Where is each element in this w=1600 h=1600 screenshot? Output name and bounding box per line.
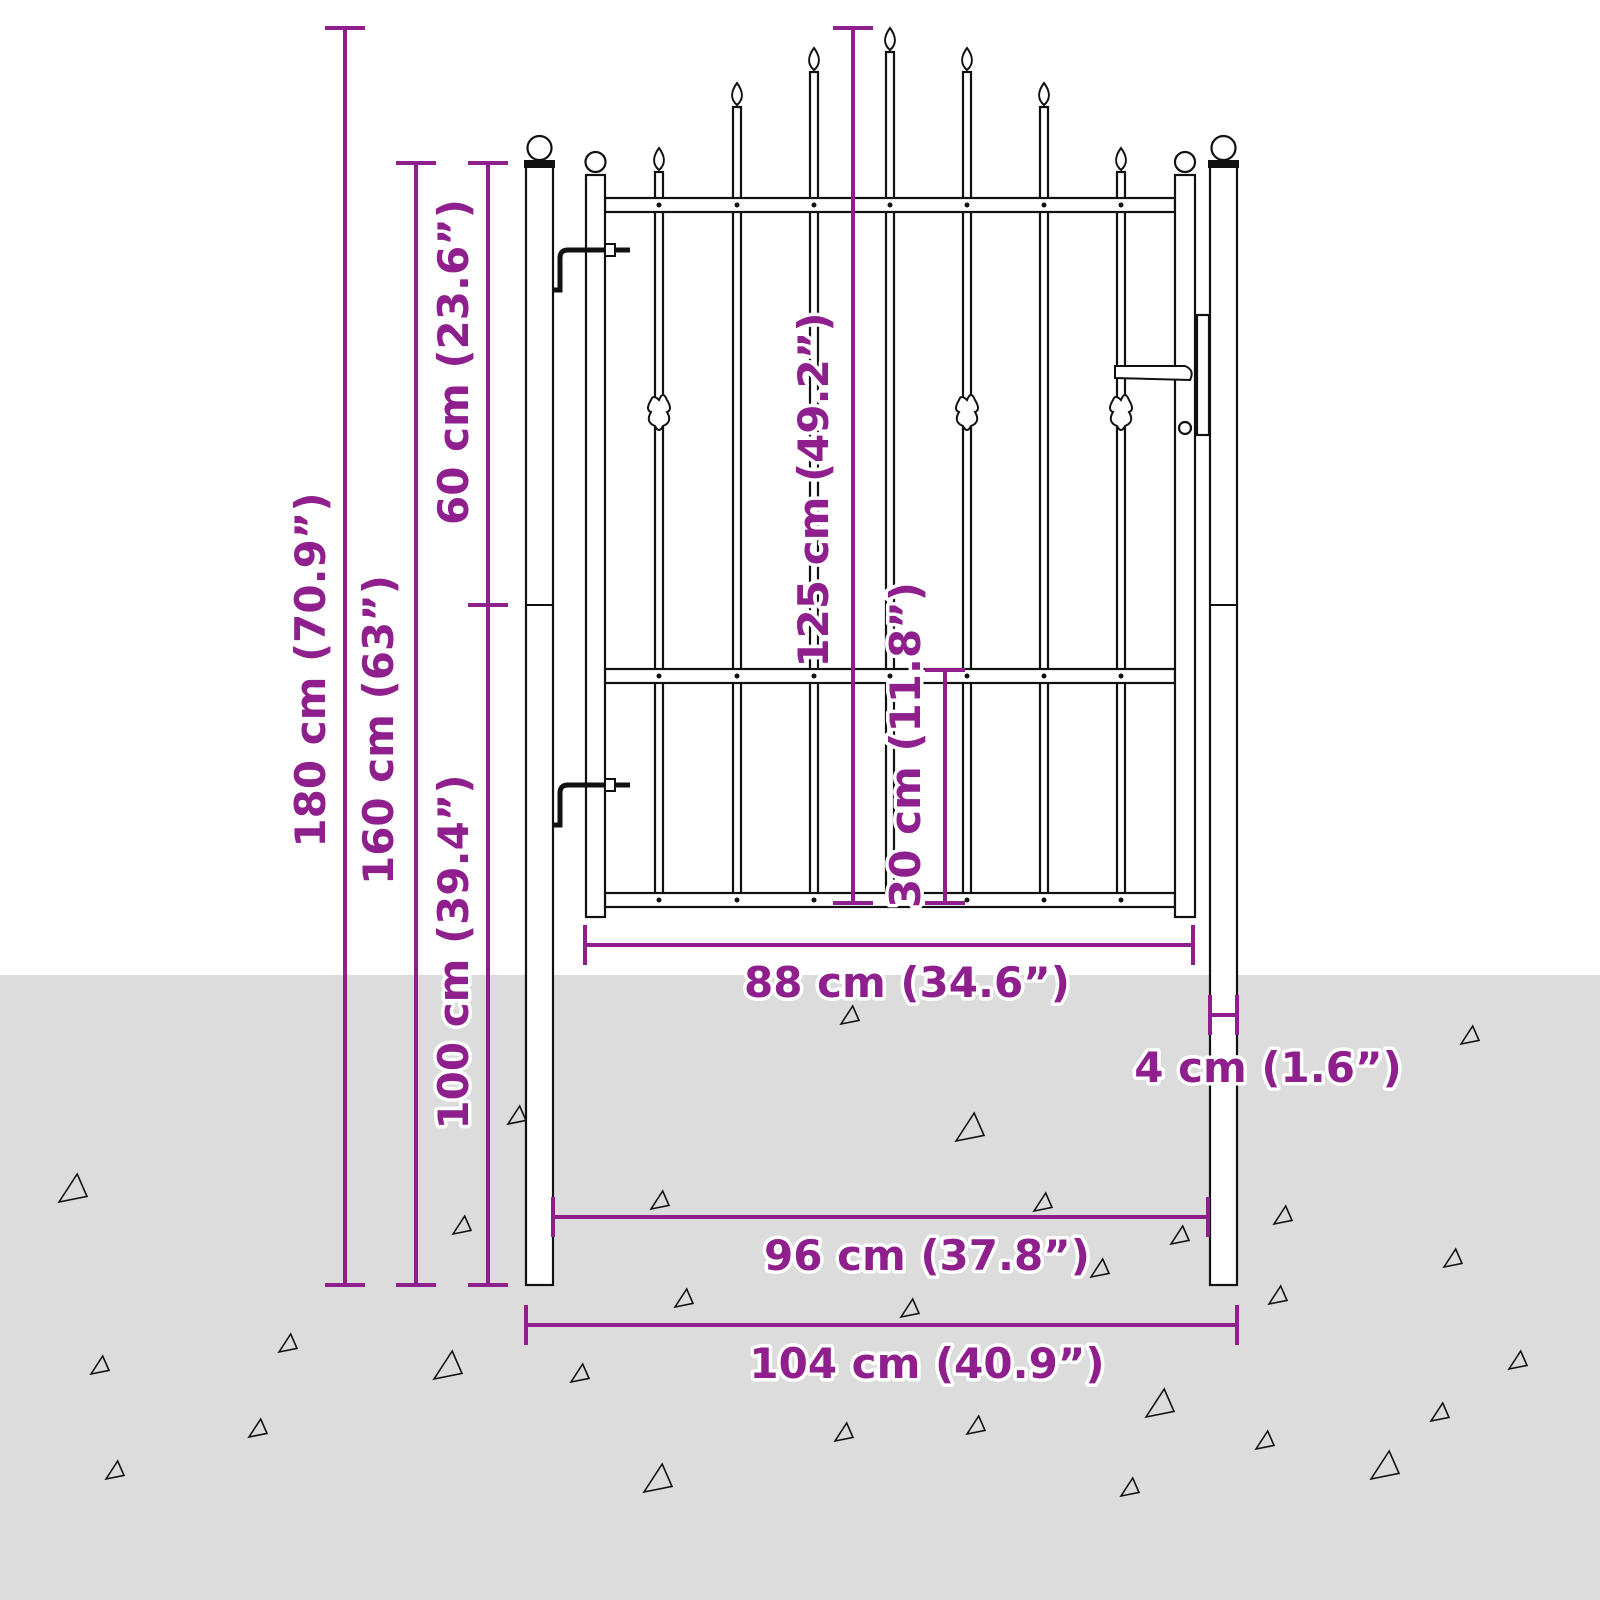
gate-left-stile — [584, 173, 607, 919]
rail-rivet — [734, 202, 740, 208]
label-post-width: 4 cm (1.6”) — [1134, 1043, 1402, 1092]
scroll-ornament — [955, 394, 979, 431]
debris-triangle — [569, 1362, 591, 1384]
debris-triangle — [954, 1111, 986, 1143]
rail-rivet — [734, 897, 740, 903]
spear-finial — [653, 146, 665, 172]
debris-triangle — [1089, 1257, 1111, 1279]
debris-triangle — [1507, 1349, 1529, 1371]
rail-rivet — [887, 673, 893, 679]
debris-triangle — [1429, 1401, 1451, 1423]
debris-triangle — [839, 1004, 861, 1026]
debris-triangle — [1442, 1247, 1464, 1269]
picket — [1038, 105, 1050, 907]
debris-triangle — [57, 1172, 89, 1204]
debris-triangle — [1267, 1284, 1289, 1306]
rail-rivet — [811, 202, 817, 208]
rail-rivet — [811, 897, 817, 903]
hinge-nut — [604, 778, 616, 792]
rail-rivet — [656, 897, 662, 903]
keyhole-icon — [1177, 420, 1193, 436]
rail-rivet — [656, 202, 662, 208]
label-lower-height: 100 cm (39.4”) — [429, 774, 478, 1129]
debris-triangle — [1032, 1191, 1054, 1213]
debris-triangle — [104, 1459, 126, 1481]
dimension-lines — [325, 26, 1239, 1345]
debris-triangle — [1254, 1429, 1276, 1451]
debris-triangle — [673, 1287, 695, 1309]
debris-triangle — [247, 1417, 269, 1439]
label-gate-height: 160 cm (63”) — [354, 575, 403, 885]
debris-triangle — [1119, 1476, 1141, 1498]
post-cap — [524, 160, 555, 168]
label-total-height: 180 cm (70.9”) — [286, 492, 335, 847]
scroll-ornament — [647, 394, 671, 431]
rail-rivet — [887, 202, 893, 208]
debris-triangle — [1144, 1387, 1176, 1419]
debris-triangle — [833, 1421, 855, 1443]
stile-ball-finial — [1173, 150, 1197, 174]
picket — [731, 105, 743, 907]
spear-finial — [808, 46, 820, 72]
hinge-icon — [553, 782, 630, 828]
rail-rivet — [1041, 673, 1047, 679]
debris-triangle — [1369, 1449, 1401, 1481]
rail-rivet — [734, 673, 740, 679]
label-gate-width: 88 cm (34.6”) — [744, 958, 1070, 1007]
picket — [1115, 170, 1127, 907]
debris-triangle — [89, 1354, 111, 1376]
post-ball-finial — [526, 134, 553, 162]
post-ball-finial — [1210, 134, 1237, 162]
hinge-icon — [553, 247, 630, 293]
debris-triangle — [642, 1462, 674, 1494]
post-cap — [1208, 160, 1239, 168]
debris-triangle — [451, 1214, 473, 1236]
rail-rivet — [964, 897, 970, 903]
gate-drawing — [524, 26, 1239, 1287]
ground-debris — [57, 1004, 1529, 1498]
debris-triangle — [1459, 1024, 1481, 1046]
debris-triangle — [1272, 1204, 1294, 1226]
spear-finial — [731, 81, 743, 107]
rail-rivet — [964, 202, 970, 208]
stile-ball-finial — [584, 150, 607, 174]
right-post — [1208, 161, 1239, 1287]
label-rail-spacing: 30 cm (11.8”) — [881, 582, 930, 908]
debris-triangle — [277, 1332, 299, 1354]
label-upper-height: 60 cm (23.6”) — [429, 199, 478, 525]
spear-finial — [1038, 81, 1050, 107]
hinge-nut — [604, 243, 616, 257]
spear-finial — [884, 26, 896, 52]
left-post — [524, 161, 555, 1287]
rail-rivet — [1118, 202, 1124, 208]
picket — [653, 170, 665, 907]
label-outer-width: 104 cm (40.9”) — [749, 1339, 1104, 1388]
ground — [0, 975, 1600, 1600]
debris-triangle — [1169, 1224, 1191, 1246]
door-handle-icon — [1114, 365, 1193, 382]
spear-finial — [961, 46, 973, 72]
label-center-picket-height: 125 cm (49.2”) — [789, 312, 838, 667]
rail-rivet — [1041, 202, 1047, 208]
debris-triangle — [432, 1349, 464, 1381]
spear-finial — [1115, 146, 1127, 172]
rail-rivet — [811, 673, 817, 679]
scroll-ornament — [1109, 394, 1133, 431]
debris-triangle — [965, 1414, 987, 1436]
lock-plate — [1195, 313, 1211, 437]
rail-rivet — [1118, 897, 1124, 903]
rail-rivet — [1041, 897, 1047, 903]
debris-triangle — [649, 1189, 671, 1211]
label-inner-width: 96 cm (37.8”) — [764, 1231, 1090, 1280]
rail-rivet — [964, 673, 970, 679]
rail-rivet — [887, 897, 893, 903]
rail-rivet — [656, 673, 662, 679]
debris-triangle — [899, 1297, 921, 1319]
rail-rivet — [1118, 673, 1124, 679]
debris-triangle — [506, 1104, 528, 1126]
gate-right-stile — [1173, 173, 1197, 919]
dimension-labels: 180 cm (70.9”) 160 cm (63”) 60 cm (23.6”… — [283, 196, 1406, 1392]
